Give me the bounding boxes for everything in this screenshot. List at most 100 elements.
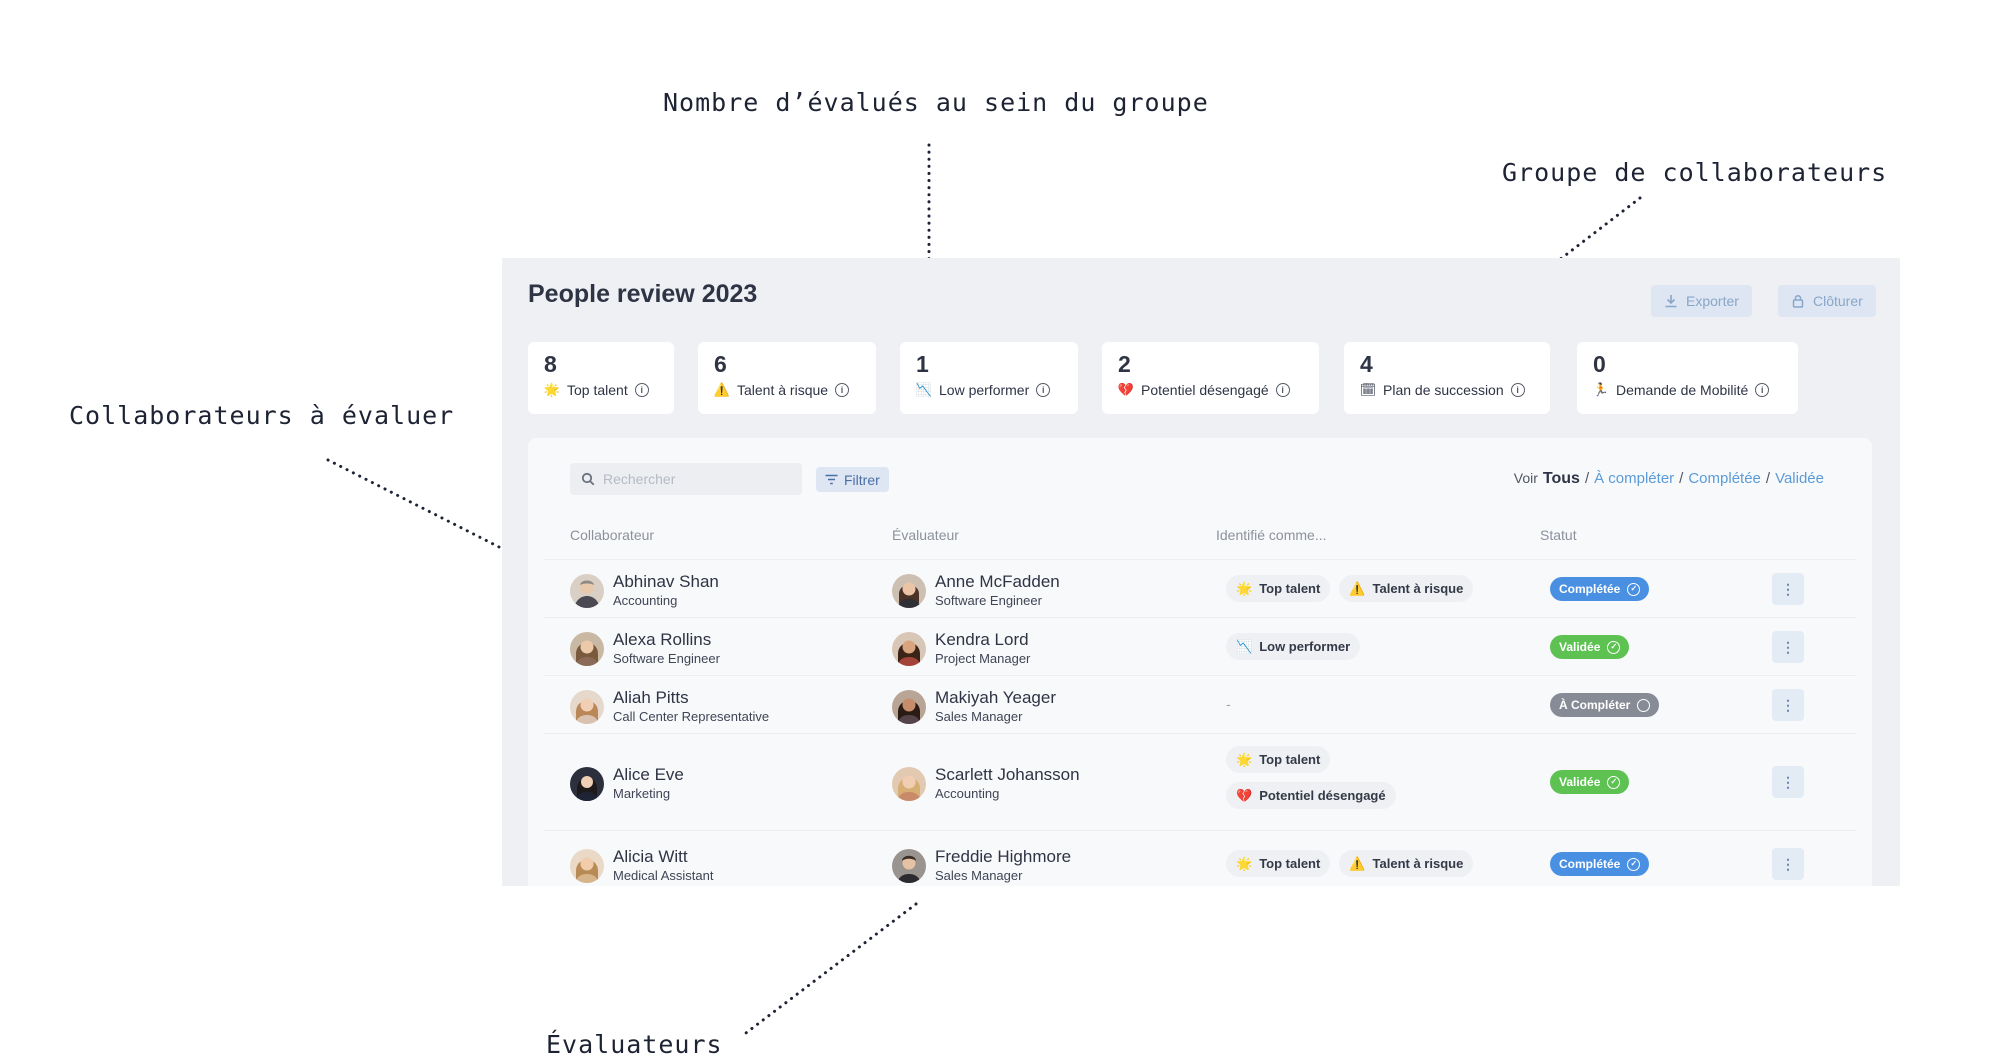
view-to-complete-link[interactable]: À compléter bbox=[1594, 470, 1675, 487]
filter-icon bbox=[825, 474, 838, 485]
row-actions-button[interactable]: ⋮ bbox=[1772, 766, 1804, 798]
column-header-evaluator[interactable]: Évaluateur bbox=[892, 527, 959, 543]
view-completed-link[interactable]: Complétée bbox=[1688, 470, 1761, 487]
people-review-panel: People review 2023 Exporter Clôturer 8 🌟… bbox=[502, 258, 1900, 886]
collaborator-avatar bbox=[570, 689, 604, 724]
evaluator-name[interactable]: Freddie Highmore bbox=[935, 847, 1072, 866]
export-label: Exporter bbox=[1686, 293, 1739, 309]
page-title: People review 2023 bbox=[528, 280, 758, 308]
evaluator-role: Software Engineer bbox=[935, 593, 1042, 608]
evaluator-avatar bbox=[892, 631, 926, 666]
running-person-icon: 🏃 bbox=[1592, 382, 1610, 397]
evaluator-avatar bbox=[892, 848, 926, 883]
collaborator-name[interactable]: Alexa Rollins bbox=[613, 630, 712, 649]
collaborator-role: Marketing bbox=[613, 786, 671, 801]
stat-label: Potentiel désengagé bbox=[1141, 382, 1269, 398]
collaborator-role: Call Center Representative bbox=[613, 709, 770, 724]
annotation-group: Groupe de collaborateurs bbox=[1502, 158, 1888, 187]
collaborator-role: Software Engineer bbox=[613, 651, 720, 666]
stat-count: 6 bbox=[714, 351, 727, 377]
tag-talent-a-risque: ⚠️Talent à risque bbox=[1339, 850, 1474, 877]
stat-card-top-talent[interactable]: 8 🌟 Top talent i bbox=[528, 342, 674, 414]
status-view-selector: Voir Tous / À compléter / Complétée / Va… bbox=[1514, 470, 1824, 488]
collaborator-name[interactable]: Abhinav Shan bbox=[613, 572, 719, 591]
view-validated-link[interactable]: Validée bbox=[1775, 470, 1824, 487]
close-review-label: Clôturer bbox=[1813, 293, 1863, 309]
broken-heart-icon: 💔 bbox=[1236, 787, 1253, 803]
info-icon[interactable]: i bbox=[835, 383, 850, 397]
stat-label: Talent à risque bbox=[737, 382, 829, 398]
evaluator-name[interactable]: Makiyah Yeager bbox=[935, 688, 1056, 707]
collaborator-name[interactable]: Alicia Witt bbox=[613, 847, 688, 866]
annotation-evaluators: Évaluateurs bbox=[546, 1030, 723, 1058]
row-actions-button[interactable]: ⋮ bbox=[1772, 689, 1804, 721]
download-icon bbox=[1665, 295, 1677, 308]
collaborator-avatar bbox=[570, 631, 604, 666]
info-icon[interactable]: i bbox=[1275, 383, 1290, 397]
warning-icon: ⚠️ bbox=[1349, 855, 1366, 871]
stat-label: Low performer bbox=[939, 382, 1030, 398]
row-actions-button[interactable]: ⋮ bbox=[1772, 848, 1804, 880]
info-icon[interactable]: i bbox=[1036, 383, 1051, 397]
stat-label: Top talent bbox=[567, 382, 628, 398]
annotation-to-evaluate: Collaborateurs à évaluer bbox=[69, 401, 455, 430]
stat-label: Demande de Mobilité bbox=[1616, 382, 1749, 398]
view-separator: / bbox=[1584, 470, 1590, 487]
tag-top-talent: 🌟Top talent bbox=[1226, 575, 1331, 602]
review-table-card: Filtrer Voir Tous / À compléter / Complé… bbox=[528, 438, 1872, 886]
star-icon: 🌟 bbox=[1236, 855, 1253, 871]
info-icon[interactable]: i bbox=[1510, 383, 1525, 397]
search-box[interactable] bbox=[570, 463, 802, 495]
search-input[interactable] bbox=[603, 471, 783, 487]
collaborator-avatar bbox=[570, 766, 604, 801]
collaborator-name[interactable]: Alice Eve bbox=[613, 765, 684, 784]
status-badge: À Compléter bbox=[1550, 693, 1660, 717]
status-badge: Validée✓ bbox=[1550, 770, 1630, 794]
stat-count: 0 bbox=[1593, 351, 1606, 377]
chart-decreasing-icon: 📉 bbox=[915, 382, 933, 397]
stat-card-talent-a-risque[interactable]: 6 ⚠️ Talent à risque i bbox=[698, 342, 876, 414]
evaluator-name[interactable]: Kendra Lord bbox=[935, 630, 1029, 649]
info-icon[interactable]: i bbox=[1755, 383, 1770, 397]
star-icon: 🌟 bbox=[543, 382, 561, 397]
collaborator-role: Accounting bbox=[613, 593, 678, 608]
view-separator: / bbox=[1679, 470, 1684, 487]
info-icon[interactable]: i bbox=[634, 383, 649, 397]
check-circle-icon: ✓ bbox=[1607, 640, 1621, 654]
column-header-status[interactable]: Statut bbox=[1540, 527, 1577, 543]
collaborator-avatar bbox=[570, 848, 604, 883]
status-badge: Complétée✓ bbox=[1550, 577, 1650, 601]
stat-count: 8 bbox=[544, 351, 557, 377]
collaborator-name[interactable]: Aliah Pitts bbox=[613, 688, 689, 707]
evaluator-role: Accounting bbox=[935, 786, 1000, 801]
view-label: Voir bbox=[1513, 470, 1538, 486]
check-circle-icon: ✓ bbox=[1627, 857, 1641, 871]
stat-label: Plan de succession bbox=[1383, 382, 1504, 398]
row-actions-button[interactable]: ⋮ bbox=[1772, 573, 1804, 605]
evaluator-name[interactable]: Scarlett Johansson bbox=[935, 765, 1080, 784]
close-review-button[interactable]: Clôturer bbox=[1778, 285, 1876, 317]
filter-button[interactable]: Filtrer bbox=[816, 467, 889, 492]
tag-talent-a-risque: ⚠️Talent à risque bbox=[1339, 575, 1474, 602]
column-header-collaborator[interactable]: Collaborateur bbox=[570, 527, 655, 543]
broken-heart-icon: 💔 bbox=[1117, 382, 1135, 397]
empty-circle-icon bbox=[1637, 698, 1651, 712]
export-button[interactable]: Exporter bbox=[1651, 285, 1752, 317]
stat-count: 4 bbox=[1360, 351, 1373, 377]
view-all-link[interactable]: Tous bbox=[1542, 470, 1580, 487]
evaluator-name[interactable]: Anne McFadden bbox=[935, 572, 1060, 591]
view-separator: / bbox=[1765, 470, 1771, 487]
row-actions-button[interactable]: ⋮ bbox=[1772, 631, 1804, 663]
collaborator-avatar bbox=[570, 573, 604, 608]
warning-icon: ⚠️ bbox=[713, 382, 731, 397]
column-header-identified[interactable]: Identifié comme... bbox=[1216, 527, 1327, 543]
stat-card-demande-de-mobilite[interactable]: 0 🏃 Demande de Mobilité i bbox=[1577, 342, 1798, 414]
